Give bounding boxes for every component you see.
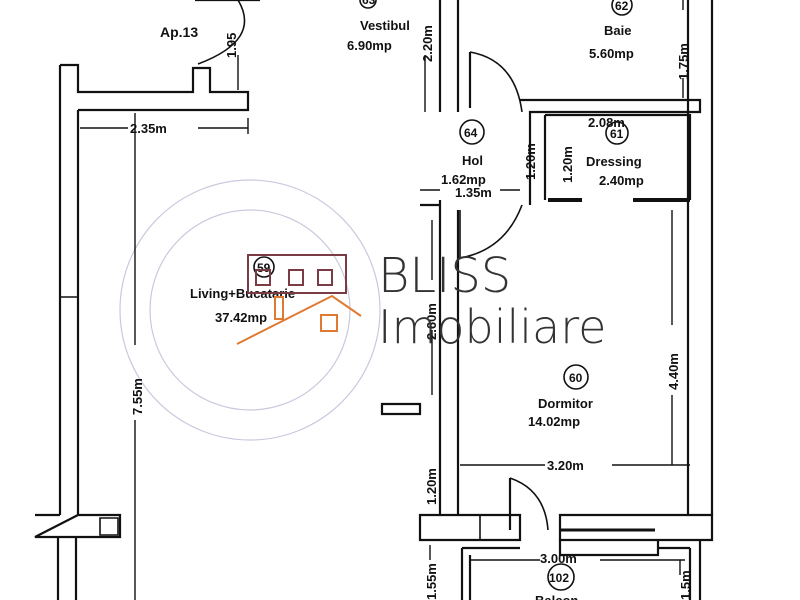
room-area: 37.42mp <box>215 310 267 325</box>
room-name: Living+Bucatarie <box>190 286 295 301</box>
dim-155: 1.55m <box>424 563 439 600</box>
svg-text:61: 61 <box>610 127 624 141</box>
svg-text:64: 64 <box>464 126 478 140</box>
dim-320: 3.20m <box>547 458 584 473</box>
room-name: Hol <box>462 153 483 168</box>
room-area: 6.90mp <box>347 38 392 53</box>
brand-subtitle: Imobiliare <box>378 300 606 354</box>
brand-logo: BLISS Imobiliare <box>236 248 606 354</box>
room-vestibul: 63 Vestibul 6.90mp <box>347 0 410 53</box>
room-name: Dormitor <box>538 396 593 411</box>
walls-bottom <box>418 464 714 600</box>
svg-text:60: 60 <box>569 371 583 385</box>
dim-120c: 1.20m <box>424 468 439 505</box>
room-name: Dressing <box>586 154 642 169</box>
room-area: 1.62mp <box>441 172 486 187</box>
dim-300: 3.00m <box>540 551 577 566</box>
logo-house-icon <box>236 254 362 345</box>
svg-text:102: 102 <box>549 571 569 585</box>
room-area: 5.60mp <box>589 46 634 61</box>
dim-135: 1.35m <box>455 185 492 200</box>
room-dressing: 2.08m 61 Dressing 2.40mp <box>586 115 644 188</box>
dim-195: 1.95 <box>224 33 239 58</box>
svg-text:59: 59 <box>257 261 271 275</box>
svg-text:62: 62 <box>615 0 629 13</box>
svg-text:63: 63 <box>362 0 376 7</box>
brand-name: BLISS <box>378 248 511 304</box>
room-name: Baie <box>604 23 631 38</box>
dim-120b: 1.20m <box>560 146 575 183</box>
room-area: 14.02mp <box>528 414 580 429</box>
walls-center <box>380 0 714 515</box>
room-balcon: 3.00m 102 Balcon <box>535 551 578 600</box>
room-area: 2.40mp <box>599 173 644 188</box>
room-living: 59 Living+Bucatarie 37.42mp <box>190 256 295 325</box>
dim-175: 1.75m <box>676 43 691 80</box>
dim-15: 1.5m <box>678 570 693 600</box>
dim-755: 7.55m <box>130 378 145 415</box>
dim-260: 2.60m <box>424 303 439 340</box>
dim-208: 2.08m <box>588 115 625 130</box>
dim-440: 4.40m <box>666 353 681 390</box>
room-hol: 64 Hol 1.62mp <box>441 119 486 187</box>
dim-120a: 1.20m <box>523 143 538 180</box>
dim-220: 2.20m <box>420 25 435 62</box>
room-baie: 62 Baie 5.60mp <box>589 0 634 61</box>
apartment-label: Ap.13 <box>160 24 198 40</box>
room-dormitor: 60 Dormitor 14.02mp <box>528 364 593 429</box>
walls-left <box>34 0 260 600</box>
stamp-watermark <box>119 179 381 441</box>
room-name: Balcon <box>535 593 578 600</box>
dim-235: 2.35m <box>130 121 167 136</box>
room-name: Vestibul <box>360 18 410 33</box>
